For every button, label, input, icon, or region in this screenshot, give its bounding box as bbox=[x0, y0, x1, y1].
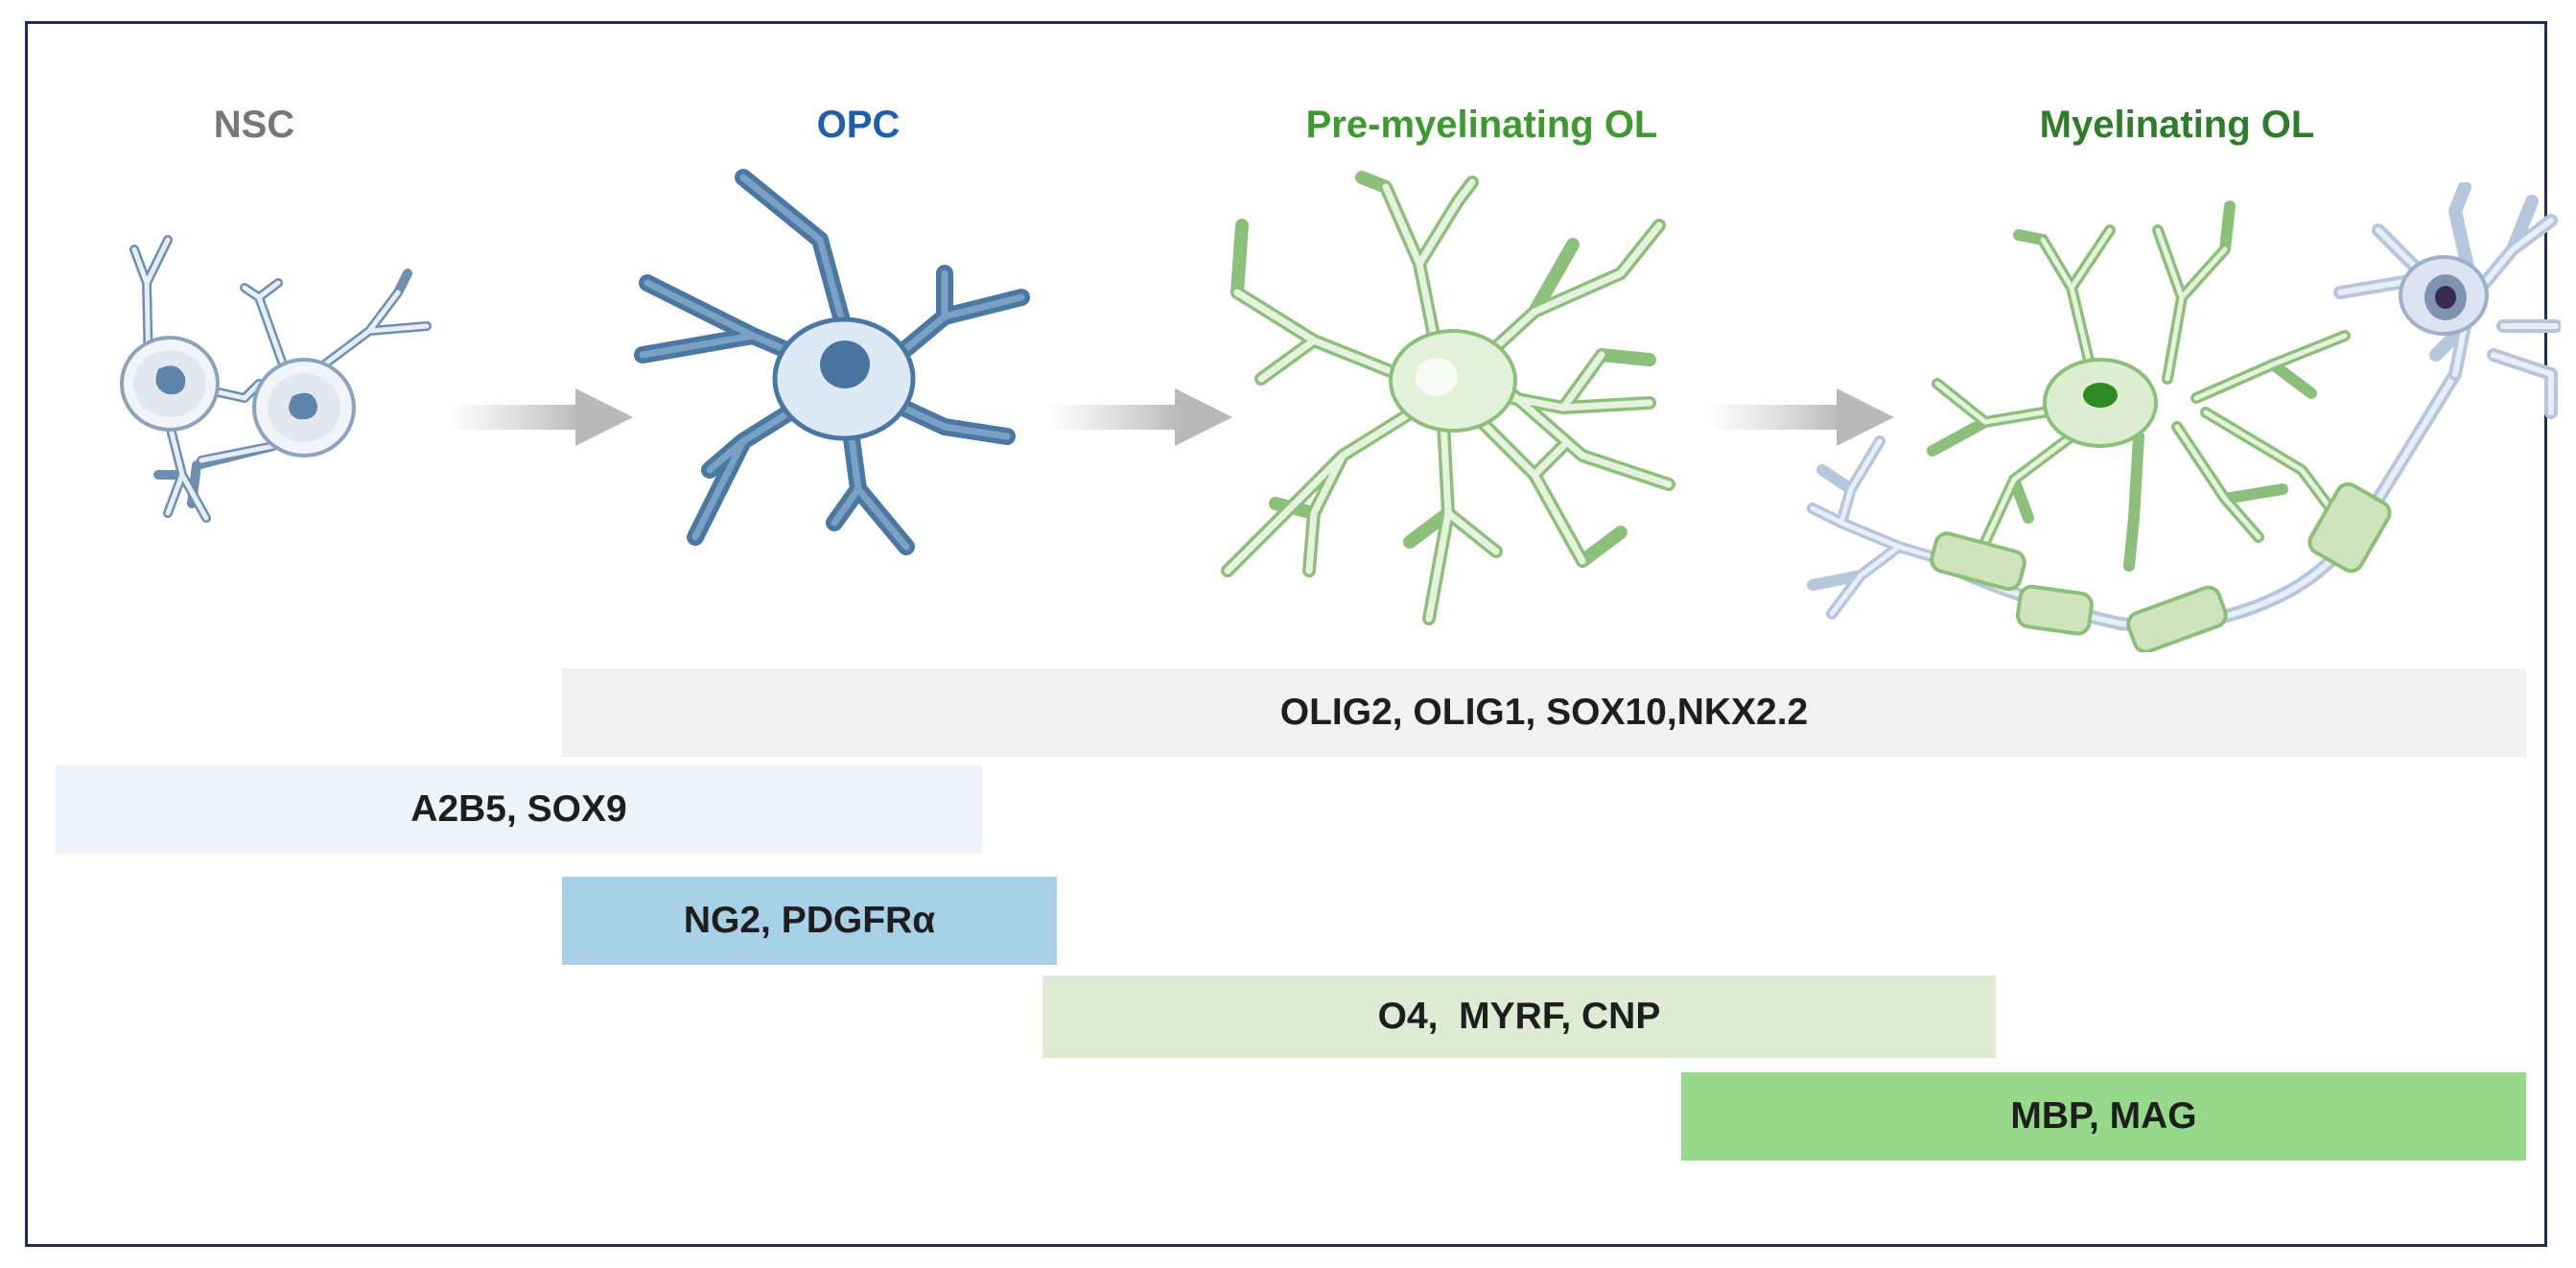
marker-bar-olig2-olig1-sox10-nkx2-2: OLIG2, OLIG1, SOX10,NKX2.2 bbox=[562, 669, 2526, 757]
progression-arrow-icon bbox=[1045, 388, 1232, 446]
stage-label-pre-myelinating-ol: Pre-myelinating OL bbox=[1305, 104, 1658, 146]
marker-bar-o4-myrf-cnp: O4, MYRF, CNP bbox=[1042, 975, 1996, 1058]
marker-bar-ng2-pdgfra: NG2, PDGFRα bbox=[562, 877, 1057, 965]
progression-arrow-icon bbox=[446, 388, 633, 446]
nsc-cell-icon bbox=[120, 235, 432, 523]
opc-cell-icon bbox=[634, 169, 1030, 555]
marker-bar-a2b5-sox9: A2B5, SOX9 bbox=[56, 765, 982, 854]
marker-bar-mbp-mag: MBP, MAG bbox=[1681, 1072, 2526, 1161]
myelinating-ol-icon bbox=[1807, 182, 2561, 652]
pre-myelinating-ol-icon bbox=[1221, 171, 1675, 625]
stage-label-nsc: NSC bbox=[213, 104, 295, 146]
progression-arrow-icon bbox=[1707, 388, 1894, 446]
stage-label-opc: OPC bbox=[816, 104, 901, 146]
stage-label-myelinating-ol: Myelinating OL bbox=[2039, 104, 2315, 146]
